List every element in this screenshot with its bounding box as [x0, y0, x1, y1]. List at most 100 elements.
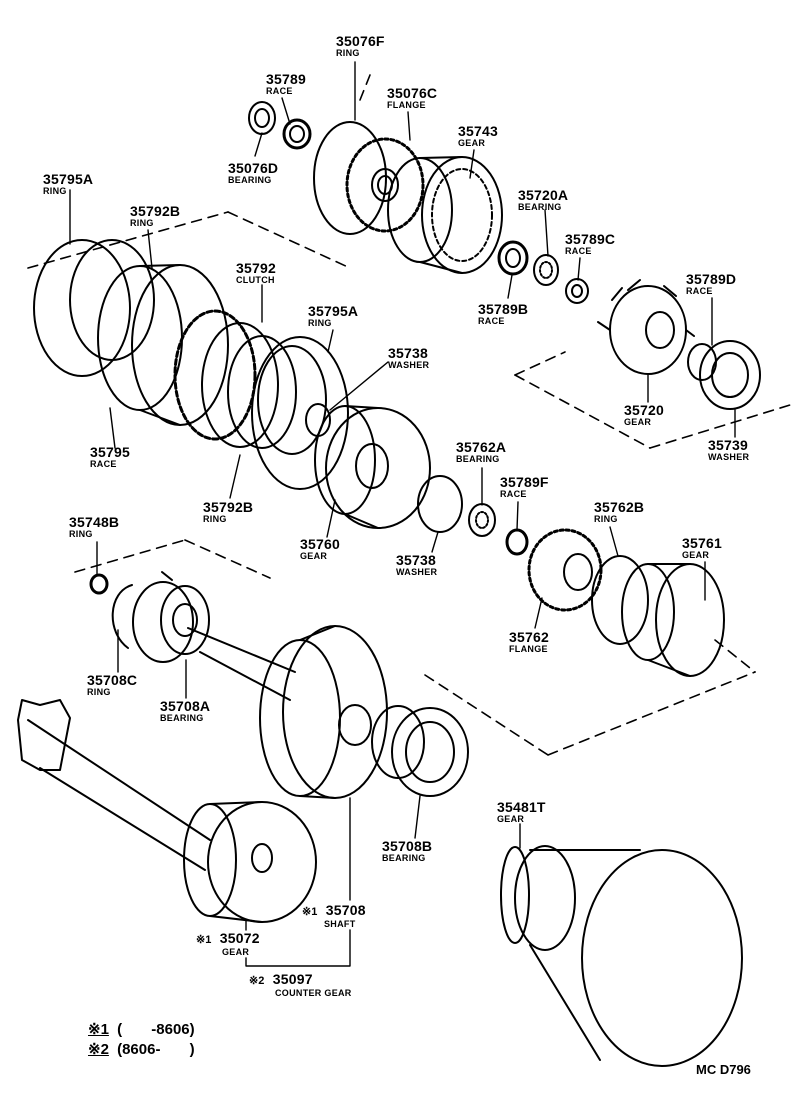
part-35708A-bearing [132, 581, 210, 663]
part-name: RING [69, 529, 93, 539]
label-35708A: 35708A BEARING [160, 699, 210, 723]
label-35481T: 35481T GEAR [497, 800, 546, 824]
label-35076C: 35076C FLANGE [387, 86, 437, 110]
part-name: GEAR [222, 947, 250, 957]
label-35076F: 35076F RING [336, 34, 385, 58]
label-35795A-left: 35795A RING [43, 172, 93, 196]
part-number: 35760 [300, 536, 340, 552]
part-number: 35076F [336, 33, 385, 49]
part-number: 35072 [219, 930, 260, 946]
part-name: WASHER [396, 567, 438, 577]
part-35076F-ring [313, 121, 387, 235]
part-35761-gear [621, 563, 725, 677]
part-number: 35792B [203, 499, 254, 515]
part-number: 35762 [509, 629, 549, 645]
part-number: 35739 [708, 437, 748, 453]
label-35789B: 35789B RACE [478, 302, 528, 326]
label-35760: 35760 GEAR [300, 537, 340, 561]
label-35789F: 35789F RACE [500, 475, 549, 499]
part-name: GEAR [497, 814, 525, 824]
part-name: RING [203, 514, 227, 524]
part-35762-flange [527, 528, 603, 612]
part-number: 35708C [87, 672, 138, 688]
part-number: 35792B [130, 203, 181, 219]
part-35481T-gear [500, 845, 743, 1067]
label-35076D: 35076D BEARING [228, 161, 278, 185]
part-35743-gear [387, 156, 503, 274]
part-name: RACE [266, 86, 293, 96]
legend-mark: ※2 [88, 1041, 109, 1058]
part-name: BEARING [456, 454, 500, 464]
part-35739-washer [699, 340, 761, 410]
part-number: 35761 [682, 535, 722, 551]
label-35097: ※2 35097 COUNTER GEAR [249, 972, 352, 998]
part-name: SHAFT [324, 919, 356, 929]
part-35708B-bearing [371, 705, 469, 797]
part-35762B-ring [591, 555, 649, 645]
part-number: 35789C [565, 231, 616, 247]
label-35789: 35789 RACE [266, 72, 306, 96]
part-35789C-race [565, 278, 589, 304]
part-name: RING [594, 514, 618, 524]
part-name: RACE [478, 316, 505, 326]
part-name: BEARING [518, 202, 562, 212]
part-name: BEARING [228, 175, 272, 185]
part-number: 35708 [325, 902, 366, 918]
part-number: 35795 [90, 444, 130, 460]
part-name: COUNTER GEAR [275, 988, 352, 998]
part-name: FLANGE [387, 100, 426, 110]
part-number: 35789B [478, 301, 529, 317]
part-number: 35720A [518, 187, 569, 203]
label-35708: ※1 35708 SHAFT [302, 903, 366, 929]
label-35789C: 35789C RACE [565, 232, 615, 256]
label-35739: 35739 WASHER [708, 438, 749, 462]
label-35748B: 35748B RING [69, 515, 119, 539]
part-number: 35789D [686, 271, 737, 287]
part-35720-gear [597, 279, 695, 375]
part-name: GEAR [682, 550, 710, 560]
label-35792B-upper: 35792B RING [130, 204, 180, 228]
part-number: 35792 [236, 260, 276, 276]
legend-row-1: ※1 ( -8606) [88, 1020, 195, 1038]
part-name: FLANGE [509, 644, 548, 654]
part-number: 35097 [272, 971, 313, 987]
label-35738-lower: 35738 WASHER [396, 553, 437, 577]
part-name: GEAR [300, 551, 328, 561]
label-35792: 35792 CLUTCH [236, 261, 276, 285]
part-35792B-ring-lower [251, 336, 349, 490]
part-name: RING [336, 48, 360, 58]
part-name: GEAR [624, 417, 652, 427]
part-number: 35795A [43, 171, 94, 187]
part-number: 35708B [382, 838, 433, 854]
part-number: 35076C [387, 85, 438, 101]
legend-mark: ※1 [88, 1021, 109, 1038]
part-number: 35743 [458, 123, 498, 139]
part-number: 35076D [228, 160, 279, 176]
label-35743: 35743 GEAR [458, 124, 498, 148]
label-35761: 35761 GEAR [682, 536, 722, 560]
part-name: RING [87, 687, 111, 697]
label-35795: 35795 RACE [90, 445, 130, 469]
label-35789D: 35789D RACE [686, 272, 736, 296]
part-35795A-ring-left [33, 239, 131, 377]
label-35792B-lower: 35792B RING [203, 500, 253, 524]
part-number: 35720 [624, 402, 664, 418]
part-name: RACE [90, 459, 117, 469]
part-number: 35789F [500, 474, 549, 490]
label-35708C: 35708C RING [87, 673, 137, 697]
part-number: 35762B [594, 499, 645, 515]
part-35795-race [97, 264, 229, 426]
part-number: 35738 [396, 552, 436, 568]
part-35072-gear [17, 699, 317, 923]
part-number: 35795A [308, 303, 359, 319]
part-name: RING [130, 218, 154, 228]
part-35708-shaft [187, 625, 388, 799]
part-35708C-ring [111, 571, 173, 649]
part-name: RING [43, 186, 67, 196]
label-35762B: 35762B RING [594, 500, 644, 524]
assembly-guide-lines [27, 74, 791, 756]
part-number: 35708A [160, 698, 211, 714]
part-number: 35789 [266, 71, 306, 87]
part-name: RACE [565, 246, 592, 256]
